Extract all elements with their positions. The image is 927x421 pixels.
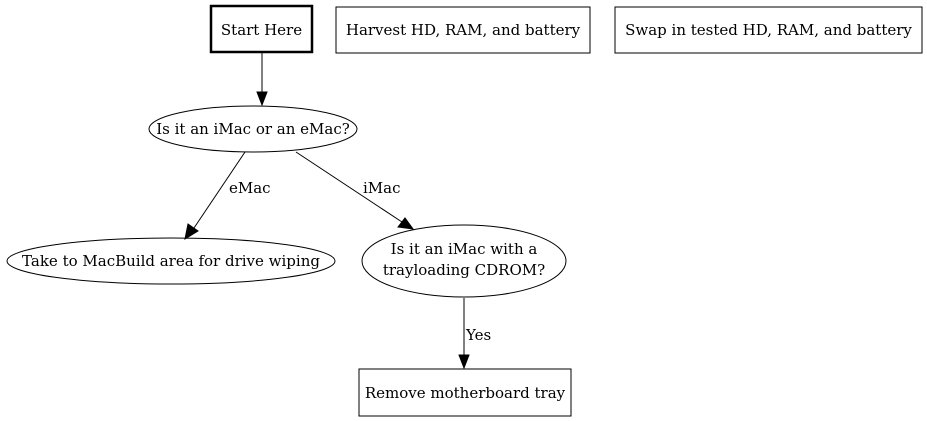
edge-emac: eMac: [184, 151, 271, 241]
edge-yes-arrowhead: [458, 354, 470, 370]
edge-emac-arrowhead: [184, 223, 199, 241]
edge-imac-arrowhead: [397, 217, 415, 230]
node-start-here: Start Here: [209, 4, 314, 54]
edge-imac: iMac: [295, 151, 415, 230]
node-harvest: Harvest HD, RAM, and battery: [335, 6, 591, 54]
node-remove-tray-label: Remove motherboard tray: [365, 384, 566, 402]
node-question-trayloading-label-line2: trayloading CDROM?: [383, 261, 545, 279]
node-start-here-label: Start Here: [221, 21, 302, 39]
node-question-imac-or-emac: Is it an iMac or an eMac?: [148, 105, 358, 153]
node-macbuild-label: Take to MacBuild area for drive wiping: [22, 252, 320, 270]
edge-imac-label: iMac: [363, 179, 401, 197]
edge-start-to-question: [256, 53, 268, 107]
edge-start-to-question-arrowhead: [256, 91, 268, 107]
node-question-trayloading-label-line1: Is it an iMac with a: [391, 240, 538, 258]
node-swap-label: Swap in tested HD, RAM, and battery: [625, 21, 912, 39]
node-remove-tray: Remove motherboard tray: [358, 368, 572, 417]
node-swap: Swap in tested HD, RAM, and battery: [614, 6, 923, 54]
node-harvest-label: Harvest HD, RAM, and battery: [346, 21, 581, 39]
edge-emac-label: eMac: [229, 179, 271, 197]
edge-yes: Yes: [458, 298, 491, 370]
edge-yes-label: Yes: [465, 326, 491, 344]
node-question-trayloading: Is it an iMac with a trayloading CDROM?: [361, 224, 567, 298]
node-question-imac-or-emac-label: Is it an iMac or an eMac?: [156, 120, 350, 138]
node-macbuild: Take to MacBuild area for drive wiping: [6, 237, 336, 285]
